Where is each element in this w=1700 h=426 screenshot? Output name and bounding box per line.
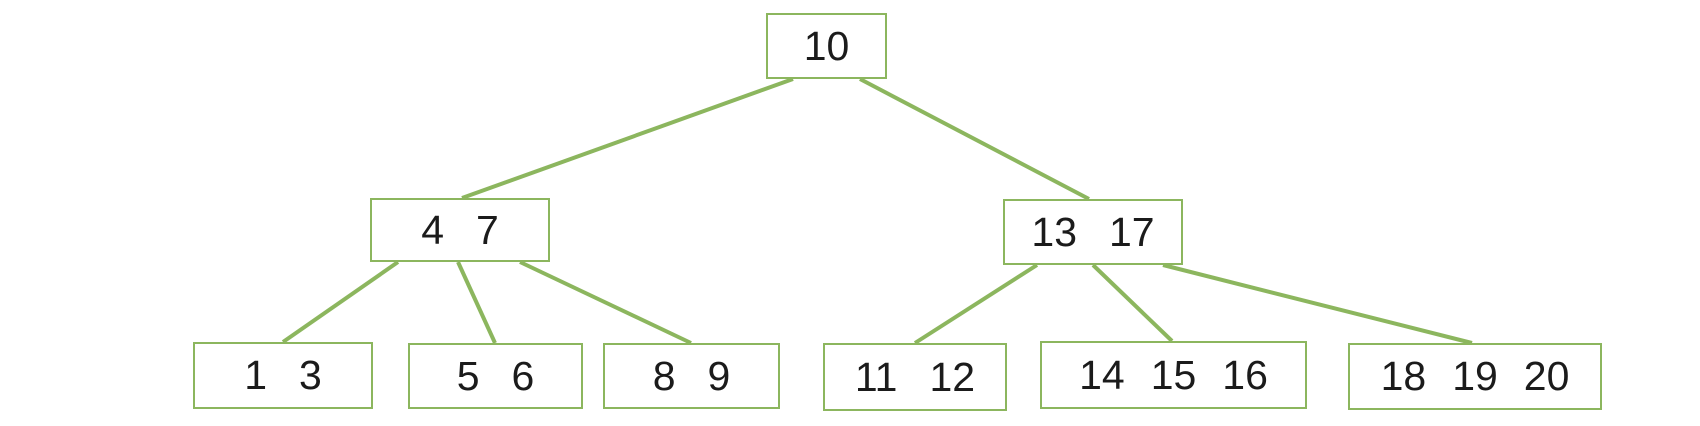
tree-edge-root-to-n4-7 (461, 77, 794, 200)
node-key: 4 (421, 206, 444, 253)
tree-edge-root-to-n13-17 (859, 77, 1090, 201)
node-key: 16 (1222, 351, 1268, 398)
node-key: 7 (476, 206, 499, 253)
node-key: 13 (1031, 208, 1077, 255)
node-key: 20 (1523, 353, 1570, 399)
node-key: 17 (1109, 208, 1155, 255)
tree-edge-n13-17-to-n14-15-16 (1091, 263, 1174, 343)
tree-node-n13-17: 13 17 (1003, 199, 1183, 265)
tree-node-n18-19-20: 18 19 20 (1348, 343, 1602, 410)
node-key: 15 (1150, 351, 1197, 398)
tree-node-n14-15-16: 14 15 16 (1040, 341, 1307, 409)
tree-node-n11-12: 11 12 (823, 343, 1007, 411)
tree-edge-n13-17-to-n11-12 (913, 263, 1039, 345)
node-key: 5 (456, 352, 480, 399)
node-key: 10 (803, 22, 850, 69)
node-key: 8 (652, 352, 676, 399)
node-key: 12 (929, 353, 976, 400)
node-key: 3 (299, 352, 322, 398)
tree-edge-n4-7-to-n5-6 (456, 261, 497, 344)
tree-node-root: 10 (766, 13, 887, 79)
tree-edge-n4-7-to-n8-9 (519, 260, 692, 345)
node-key: 1 (244, 352, 267, 398)
node-key: 9 (707, 352, 731, 399)
tree-edge-n13-17-to-n18-19-20 (1162, 263, 1473, 345)
node-key: 6 (511, 352, 535, 399)
node-key: 19 (1452, 353, 1498, 399)
node-key: 14 (1079, 351, 1125, 398)
node-key: 18 (1380, 353, 1427, 399)
tree-edge-n4-7-to-n1-3 (281, 260, 400, 344)
node-key: 11 (854, 353, 898, 400)
